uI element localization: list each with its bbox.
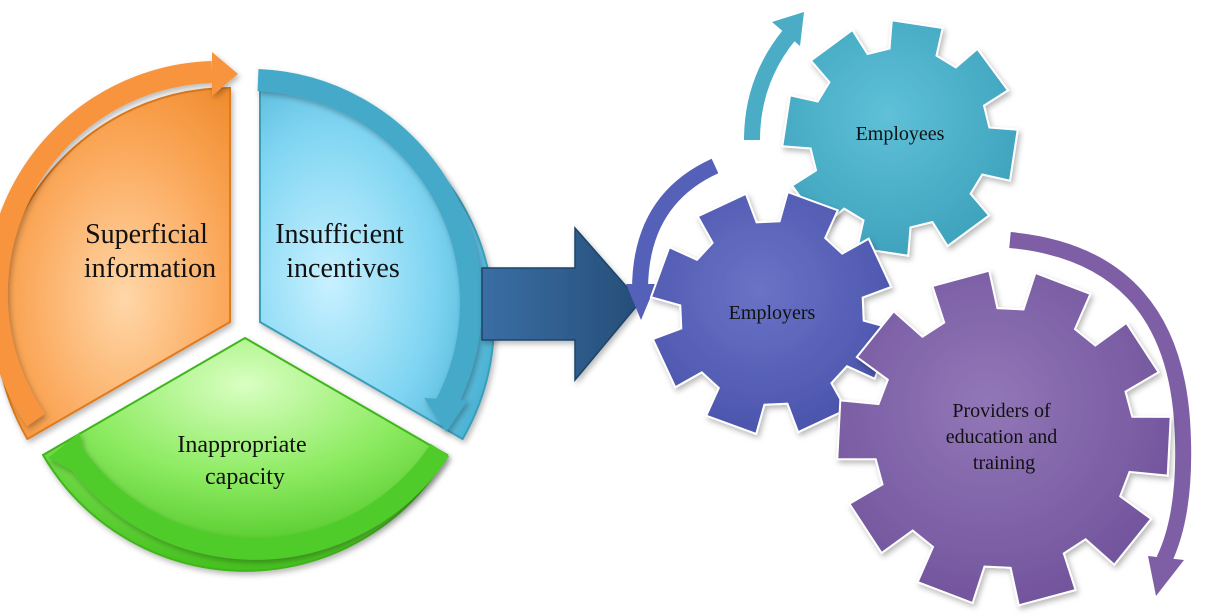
gear-label-line: Providers of: [952, 400, 1051, 422]
blue-cycle-arrow: [257, 69, 482, 412]
segment-label-line: Superficial: [85, 219, 208, 250]
gear-employees: [781, 19, 1019, 257]
orange-cycle-arrow: [0, 61, 213, 427]
gear-label-line: training: [973, 452, 1035, 474]
green-cycle-arrow: [62, 443, 450, 560]
green-arrowhead: [48, 432, 86, 478]
blue-rotation-arrow: [632, 158, 719, 291]
connector-arrow: [481, 226, 641, 383]
gear-label-providers: Providers of education and training: [946, 400, 1063, 474]
cycle-arrows: [0, 52, 482, 560]
gear-label-line: Employers: [729, 302, 816, 324]
gear-providers: [836, 269, 1172, 607]
segment-label-line: Insufficient: [275, 219, 404, 250]
gear-label-employers: Employers: [729, 302, 816, 324]
segment-label-line: incentives: [286, 253, 400, 284]
purple-rotation-arrowhead: [1148, 556, 1184, 596]
teal-arrowhead: [772, 12, 804, 46]
gear-arrows: [626, 12, 1192, 596]
gear-providers-body: [836, 269, 1172, 607]
segment-label-capacity: Inappropriate capacity: [177, 432, 312, 490]
segment-label-line: Inappropriate: [177, 432, 306, 458]
orange-arrowhead: [212, 52, 238, 96]
gear-label-employees: Employees: [856, 123, 945, 145]
segment-label-line: capacity: [205, 464, 285, 490]
blue-rotation-arrowhead: [626, 284, 656, 320]
teal-rotation-arrow: [744, 28, 797, 141]
gear-employees-body: [781, 19, 1019, 257]
purple-rotation-arrow: [1009, 232, 1192, 564]
blue-arrowhead: [424, 398, 468, 432]
gear-employers-body: [649, 190, 895, 436]
gear-label-line: education and: [946, 426, 1058, 448]
segment-label-line: information: [84, 253, 216, 284]
segment-label-superficial: Superficial information: [84, 219, 216, 284]
gear-label-line: Employees: [856, 123, 945, 145]
segment-label-incentives: Insufficient incentives: [275, 219, 411, 284]
gear-employers: [649, 190, 895, 436]
